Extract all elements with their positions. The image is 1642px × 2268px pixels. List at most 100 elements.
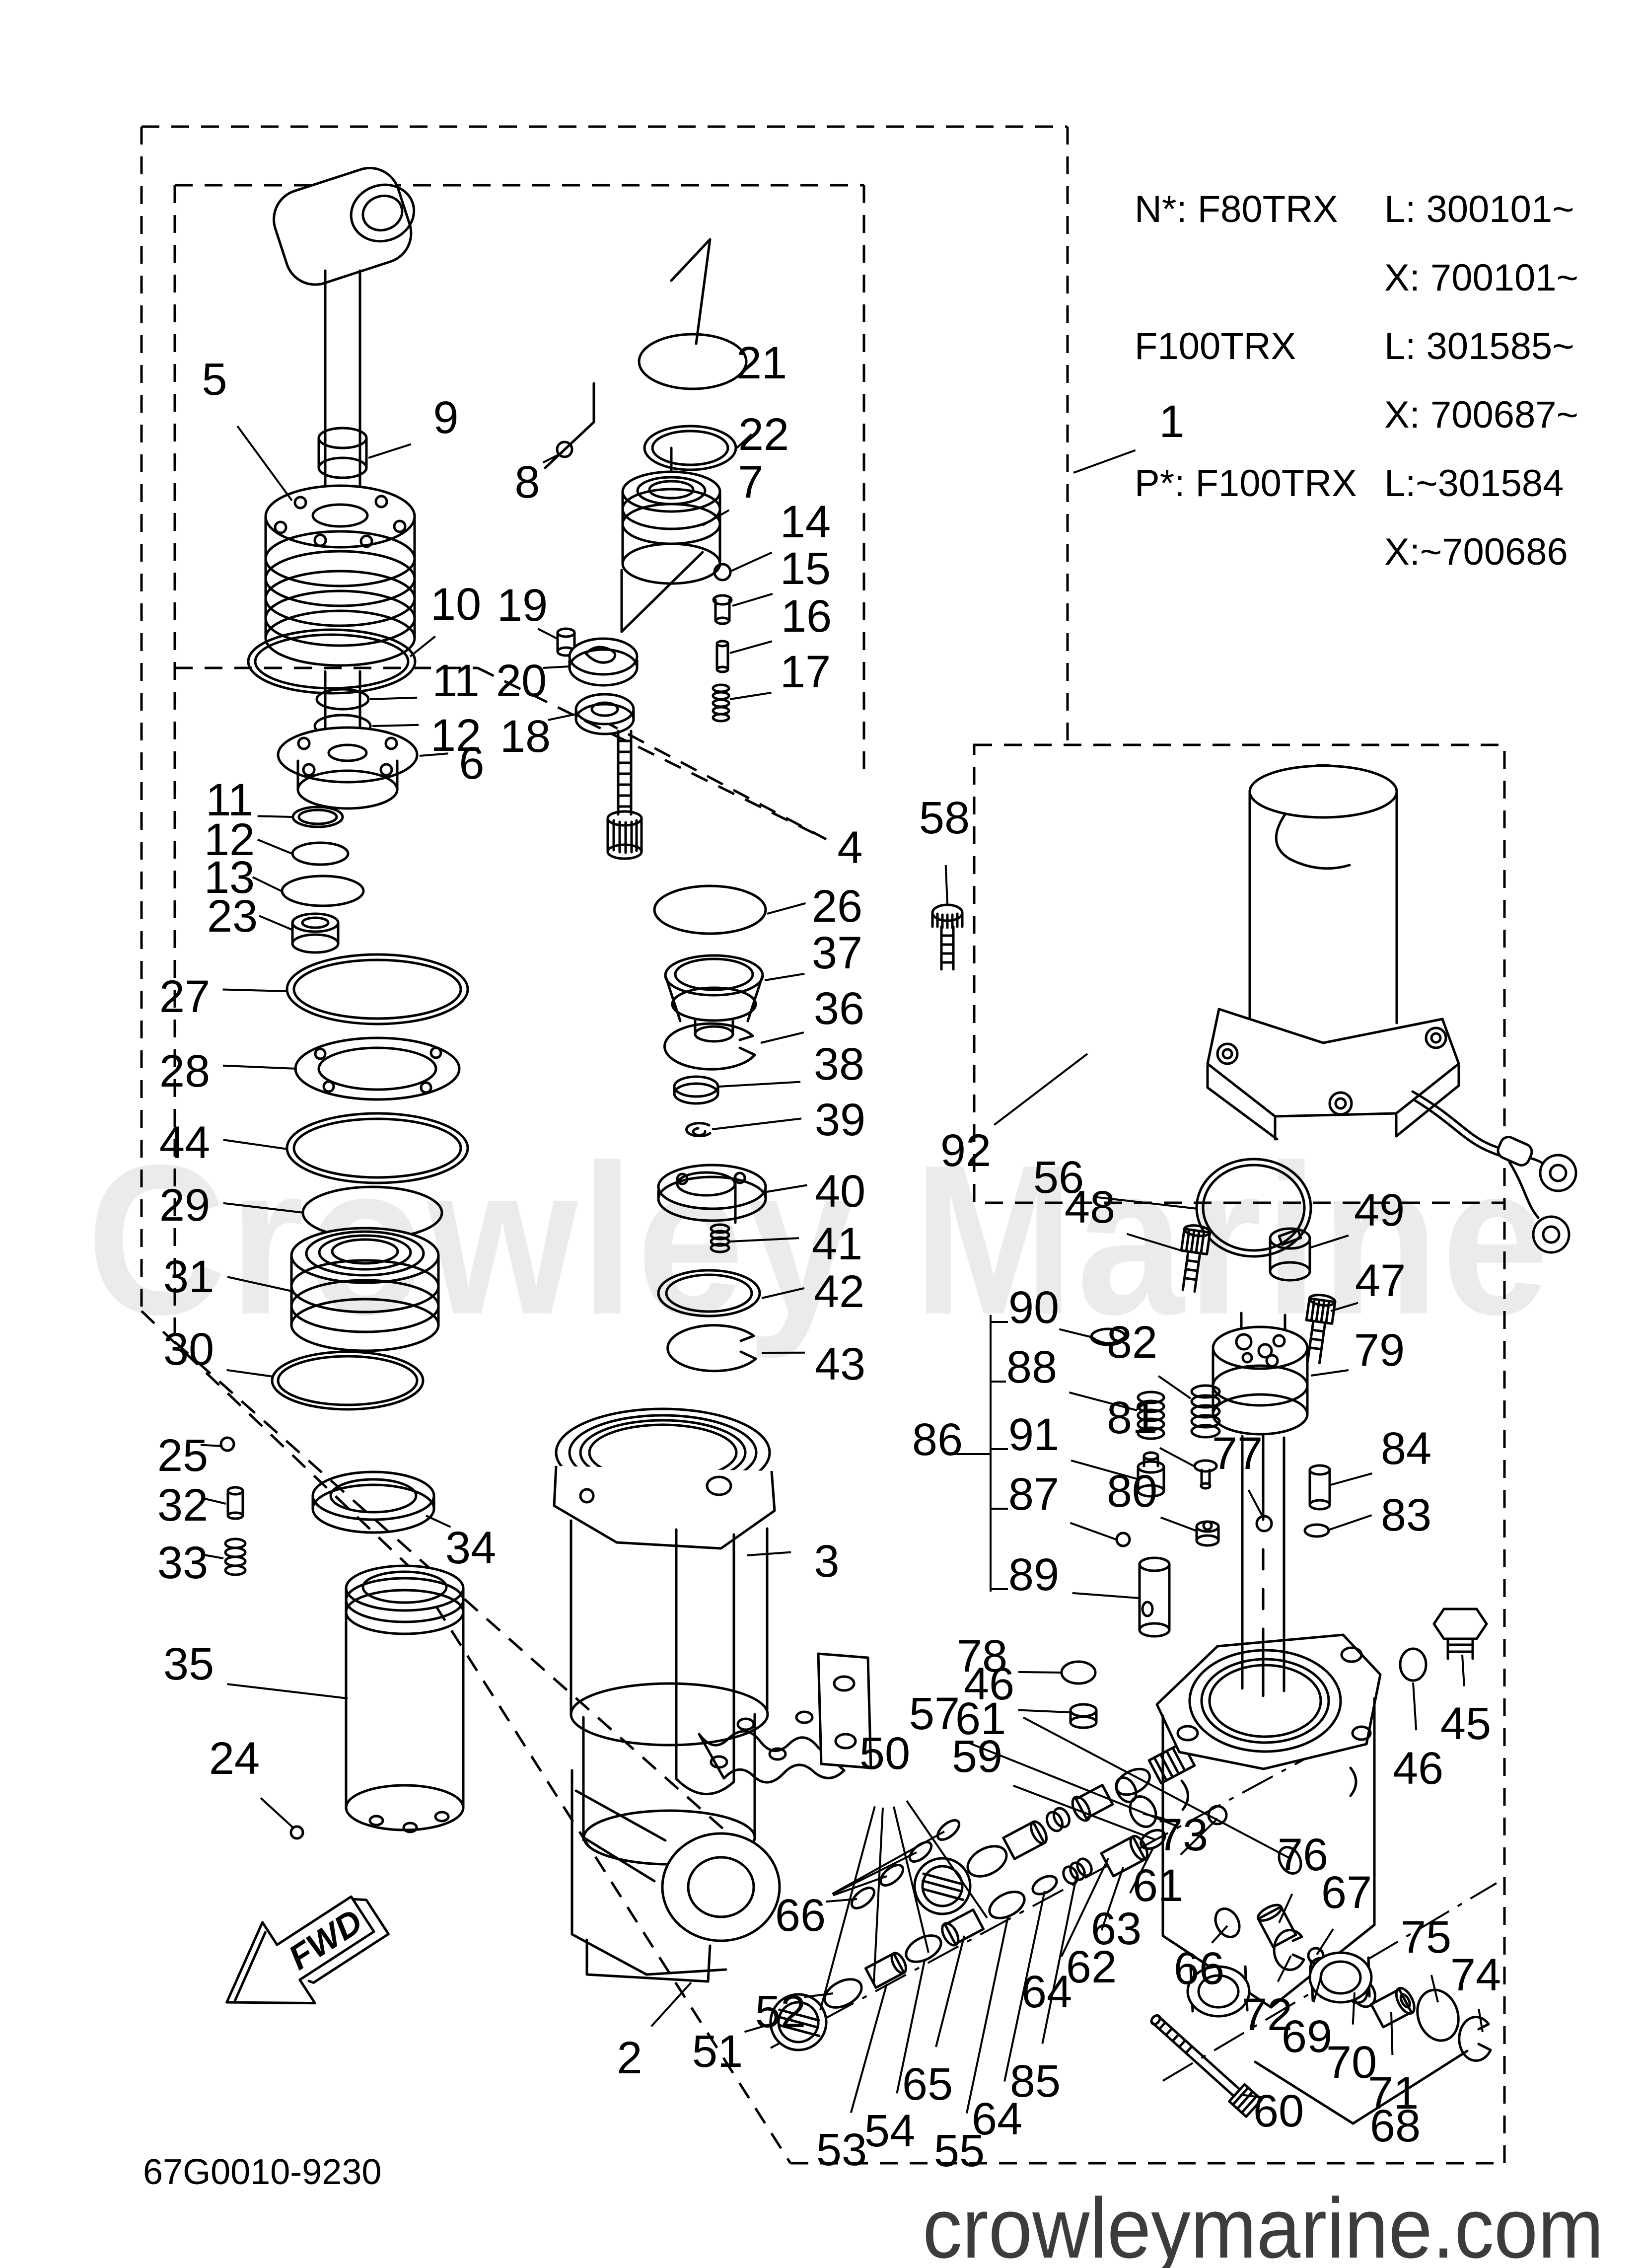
leader-83-88 — [1329, 1514, 1372, 1531]
leader-88-93 — [1069, 1391, 1138, 1411]
part-label-64: 64 — [972, 2094, 1022, 2144]
trim-piston-assembly — [247, 166, 419, 954]
part-label-67: 67 — [1321, 1867, 1372, 1918]
leader-50-52 — [819, 1806, 876, 2011]
part-label-81: 81 — [1107, 1392, 1157, 1443]
part-label-39: 39 — [815, 1095, 865, 1145]
leader-70-75 — [1352, 1992, 1356, 2025]
part-label-29: 29 — [159, 1180, 210, 1231]
part-label-57: 57 — [909, 1688, 960, 1739]
valve-row-upper — [913, 1732, 1302, 1915]
leader-50-52 — [873, 1807, 884, 1983]
leader-69-74 — [1312, 1974, 1323, 2003]
part-label-21: 21 — [736, 338, 787, 388]
header-serial-2: L: 301585~ — [1384, 325, 1574, 367]
leader-31-32 — [227, 1276, 292, 1292]
leader-64-68 — [1003, 1891, 1046, 2082]
part-label-26: 26 — [812, 881, 862, 932]
leader-6-5 — [419, 752, 448, 757]
leader-66-70 — [826, 1898, 857, 1903]
leader-7-6 — [702, 509, 730, 526]
leader-36-37 — [760, 1031, 804, 1044]
part-label-65: 65 — [902, 2059, 953, 2110]
part-label-49: 49 — [1354, 1185, 1405, 1236]
part-label-73: 73 — [1157, 1810, 1208, 1860]
part-label-84: 84 — [1381, 1423, 1431, 1474]
pump-parts — [931, 903, 1488, 1729]
header-serial-4: L:~301584 — [1384, 462, 1564, 505]
leader-30-31 — [226, 1369, 274, 1378]
part-label-11: 11 — [432, 656, 480, 706]
leader-34-35 — [426, 1515, 451, 1528]
part-label-4: 4 — [837, 822, 862, 873]
part-label-48: 48 — [1065, 1182, 1115, 1233]
valve-row-lower — [769, 1857, 1093, 2051]
part-labels: 1234567891011121112132314151617181920212… — [157, 338, 1501, 2176]
part-label-1: 1 — [1159, 396, 1184, 447]
leader-85-90 — [1041, 1876, 1077, 2044]
part-label-36: 36 — [814, 983, 864, 1034]
part-label-32: 32 — [157, 1480, 208, 1531]
part-label-23: 23 — [207, 891, 258, 942]
part-label-59: 59 — [952, 1731, 1002, 1782]
leader-91-96 — [1071, 1460, 1138, 1480]
leader-84-89 — [1330, 1472, 1373, 1486]
leader-41-42 — [729, 1237, 799, 1243]
leader-42-43 — [761, 1287, 805, 1299]
part-label-34: 34 — [445, 1523, 496, 1573]
leader-38-39 — [718, 1081, 801, 1088]
free-piston-group — [653, 884, 767, 1373]
part-label-20: 20 — [496, 656, 547, 706]
leader-64-67 — [1060, 1858, 1109, 1957]
leader-39-40 — [712, 1117, 802, 1130]
part-label-7: 7 — [738, 457, 763, 508]
leader-23-15 — [259, 915, 292, 931]
seal-stack — [219, 953, 469, 1840]
leader-32-33 — [202, 1497, 226, 1505]
part-label-77: 77 — [1212, 1428, 1263, 1479]
leader-13-14 — [252, 876, 282, 892]
part-label-38: 38 — [814, 1039, 864, 1090]
leader-3-2 — [747, 1551, 791, 1556]
leader-49-51 — [1310, 1234, 1349, 1248]
leader-62-65 — [1100, 1867, 1124, 1931]
part-label-33: 33 — [157, 1537, 208, 1588]
part-label-54: 54 — [864, 2106, 915, 2156]
leader-48-50 — [1127, 1233, 1185, 1252]
leader-35-36 — [227, 1683, 348, 1699]
part-label-44: 44 — [159, 1117, 210, 1168]
leader-18-20 — [548, 713, 576, 721]
part-label-31: 31 — [163, 1251, 214, 1302]
drawing-code: 67G0010-9230 — [143, 2152, 381, 2192]
part-label-82: 82 — [1107, 1317, 1157, 1368]
part-label-22: 22 — [738, 409, 789, 460]
motor-box — [973, 743, 1506, 1204]
site-name: crowleymarine.com — [923, 2181, 1604, 2268]
part-label-61: 61 — [1133, 1860, 1183, 1911]
part-label-64: 64 — [1021, 1967, 1072, 2017]
part-label-87: 87 — [1008, 1469, 1059, 1520]
part-label-18: 18 — [500, 711, 551, 762]
leader-80-85 — [1160, 1516, 1196, 1532]
part-label-9: 9 — [433, 392, 458, 443]
leader-89-94 — [1072, 1592, 1140, 1599]
part-label-66: 66 — [775, 1890, 826, 1941]
leader-5-4 — [236, 425, 293, 502]
part-label-15: 15 — [780, 543, 831, 594]
part-label-17: 17 — [780, 647, 831, 697]
leader-81-86 — [1159, 1447, 1194, 1467]
leader-78-83 — [1018, 1671, 1063, 1674]
part-label-62: 62 — [1066, 1942, 1117, 1992]
leader-79-84 — [1310, 1369, 1349, 1377]
electric-motor — [1206, 764, 1577, 1254]
leader-75-80 — [1430, 1975, 1439, 2003]
part-label-37: 37 — [812, 928, 862, 978]
part-label-52: 52 — [755, 1986, 806, 2037]
part-label-80: 80 — [1107, 1466, 1157, 1517]
tilt-cylinder-assembly — [553, 1407, 872, 1983]
part-label-28: 28 — [159, 1046, 210, 1097]
leader-46-48 — [1023, 1716, 1290, 1859]
part-label-46: 46 — [964, 1659, 1014, 1709]
leader-66-70 — [832, 1851, 917, 1896]
